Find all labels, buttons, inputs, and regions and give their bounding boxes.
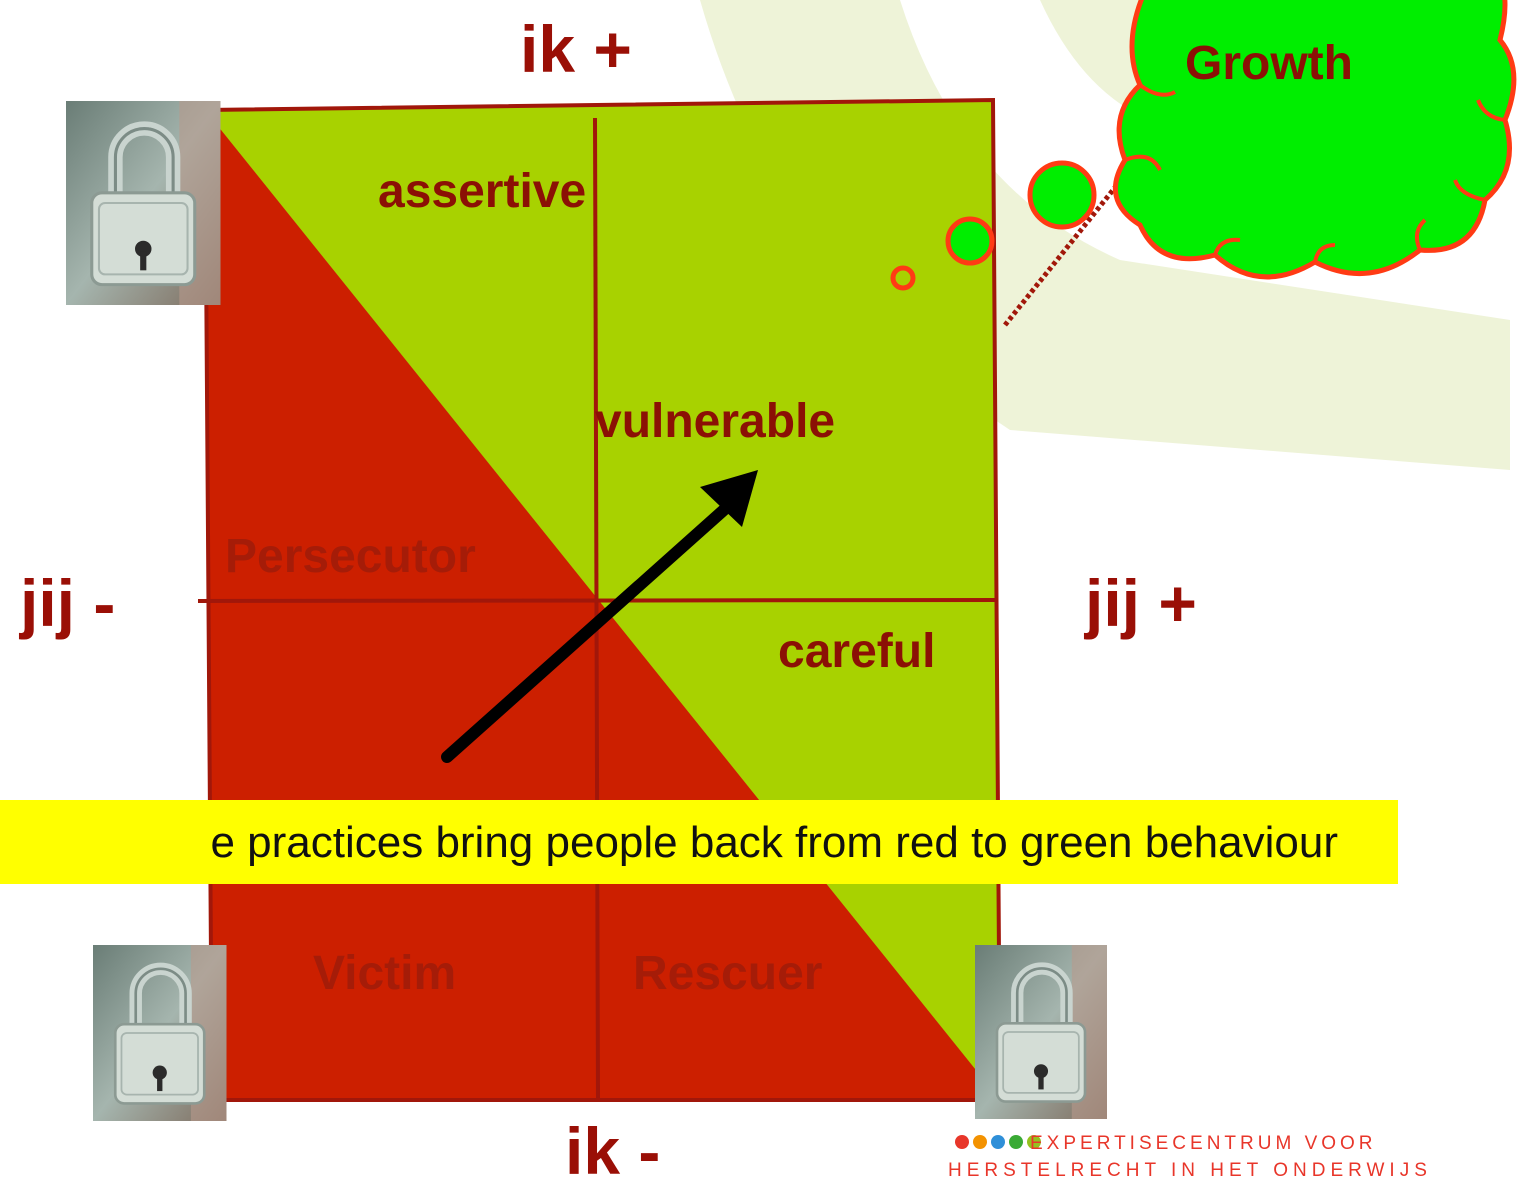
bubble-small xyxy=(890,265,916,291)
bubble-medium xyxy=(945,216,995,266)
bubble-large xyxy=(1027,160,1097,230)
axis-label-right: jij + xyxy=(1085,566,1197,640)
caption-text: e practices bring people back from red t… xyxy=(210,818,1338,867)
growth-cloud xyxy=(1112,0,1517,280)
label-vulnerable: vulnerable xyxy=(595,395,836,448)
logo-dot-1 xyxy=(955,1135,969,1149)
growth-arrow xyxy=(441,494,741,763)
logo-dots xyxy=(955,1135,1041,1149)
label-victim: Victim xyxy=(313,947,457,1000)
label-careful: careful xyxy=(778,625,936,678)
label-persecutor: Persecutor xyxy=(225,530,476,583)
padlock-image-bottom-left xyxy=(93,945,227,1121)
padlock-image-bottom-right xyxy=(975,945,1107,1119)
growth-cloud-text: Growth xyxy=(1185,37,1353,90)
footer-org-line1: EXPERTISECENTRUM VOOR xyxy=(1030,1133,1377,1154)
cloud-inner-curves xyxy=(1124,83,1506,263)
logo-dot-3 xyxy=(991,1135,1005,1149)
axis-label-left: jij - xyxy=(20,566,116,640)
label-assertive: assertive xyxy=(378,165,587,218)
label-rescuer: Rescuer xyxy=(633,947,823,1000)
axis-label-top: ik + xyxy=(520,12,632,86)
padlock-image-top-left xyxy=(66,101,221,305)
logo-dot-5 xyxy=(1027,1135,1041,1149)
footer-org-line2: HERSTELRECHT IN HET ONDERWIJS xyxy=(948,1160,1432,1181)
horizontal-divider xyxy=(197,598,999,603)
logo-dot-2 xyxy=(973,1135,987,1149)
vertical-divider xyxy=(593,117,600,1101)
caption-banner: e practices bring people back from red t… xyxy=(0,800,1398,884)
axis-label-bottom: ik - xyxy=(565,1114,661,1188)
logo-dot-4 xyxy=(1009,1135,1023,1149)
arrow-head xyxy=(700,470,758,527)
